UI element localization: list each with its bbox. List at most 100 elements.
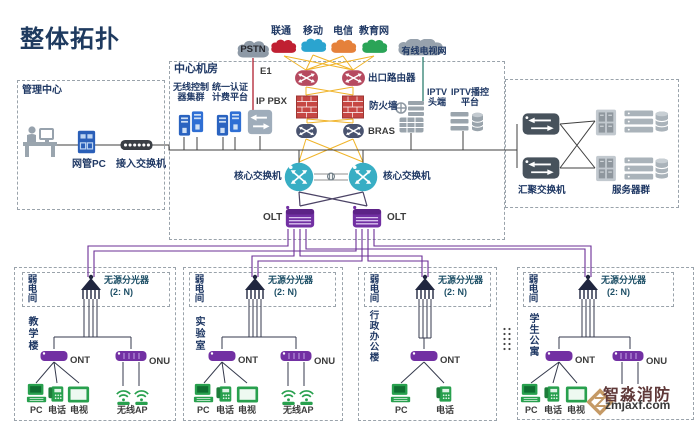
room1-tv-icon — [67, 386, 90, 403]
edu-label: 教育网 — [359, 26, 389, 37]
olt-right-icon — [352, 205, 382, 228]
room1-phone-icon — [48, 386, 64, 402]
room4-pc-icon — [520, 383, 541, 403]
room4-onu-icon — [612, 351, 644, 361]
room2-pc-icon — [193, 383, 214, 403]
room4-splitter-icon — [578, 274, 598, 299]
room3-ont-label: ONT — [440, 355, 461, 366]
room1-building-label: 教学楼 — [26, 316, 37, 352]
edu-cloud-icon — [362, 39, 388, 53]
room1-ap-label: 无线AP — [117, 405, 148, 415]
room2-tv-label: 电视 — [238, 405, 257, 415]
room3-phone-label: 电话 — [436, 405, 455, 415]
room4-pc-label: PC — [525, 405, 538, 415]
unicom-label: 联通 — [271, 26, 291, 37]
olt-right-label: OLT — [387, 212, 407, 223]
room1-inner-box — [22, 272, 170, 307]
e1-label: E1 — [260, 66, 272, 77]
iptv-headend-rack-icon — [399, 117, 424, 133]
agg-switch-label: 汇聚交换机 — [518, 185, 566, 196]
room2-ont-icon — [208, 351, 236, 361]
iptv-platform-icon — [450, 112, 484, 132]
room2-splitter-ratio: (2: N) — [274, 287, 297, 297]
wlan-cluster-label: 无线控制 器集群 — [172, 82, 209, 102]
room4-box — [517, 267, 694, 420]
agg-switch2-icon — [522, 157, 560, 179]
room4-building-label: 学生公寓 — [527, 313, 538, 357]
nms-pc-icon — [77, 130, 96, 154]
telecom-label: 电信 — [333, 26, 353, 37]
room1-tv-label: 电视 — [70, 405, 89, 415]
core-switch-left-label: 核心交换机 — [234, 171, 282, 182]
room3-splitter-icon — [415, 274, 435, 299]
bras-label: BRAS — [368, 126, 395, 137]
room4-phone-label: 电话 — [544, 405, 563, 415]
mobile-cloud-icon — [301, 38, 327, 52]
room3-pc-icon — [390, 383, 411, 403]
watermark-site: zmjaxf.com — [605, 398, 671, 412]
olt-left-icon — [285, 205, 315, 228]
iptv-headend-label: IPTV 头端 — [426, 87, 447, 107]
management-zone-label: 管理中心 — [22, 85, 62, 96]
room1-pc-icon — [26, 383, 47, 403]
core-switch-left-icon — [284, 162, 314, 192]
server-stack1-icon — [624, 110, 668, 133]
access-switch-icon — [120, 139, 153, 151]
server-stack2-icon — [624, 157, 668, 180]
room4-splitter-label: 无源分光器 — [601, 275, 647, 285]
watermark-brand: 智淼消防 — [603, 387, 672, 404]
mobile-label: 移动 — [303, 26, 323, 37]
room2-onu-icon — [280, 351, 312, 361]
iptv-headend-icon — [395, 101, 424, 116]
room2-onu-label: ONU — [314, 356, 336, 367]
room3-splitter-ratio: (2: N) — [444, 287, 467, 297]
wlan-cluster-icon — [178, 111, 204, 136]
catv-cloud-icon — [398, 39, 443, 56]
room2-tv-icon — [236, 386, 259, 403]
room2-phone-label: 电话 — [216, 405, 235, 415]
room1-splitter-icon — [81, 274, 101, 299]
room1-onu-label: ONU — [149, 356, 171, 367]
auth-billing-icon — [216, 111, 242, 136]
iptv-platform-label: IPTV播控 平台 — [450, 87, 489, 107]
olt-left-label: OLT — [263, 212, 283, 223]
pbx-label: IP PBX — [256, 96, 287, 107]
room2-box — [183, 267, 343, 421]
nms-pc-label: 网管PC — [72, 159, 106, 170]
exit-router2-icon — [342, 70, 365, 86]
room1-label: 弱电间 — [25, 274, 37, 303]
pstn-cloud-label: PSTN — [240, 44, 266, 55]
room1-onu-icon — [115, 351, 147, 361]
ellipsis-dots — [503, 327, 511, 351]
server-farm-label: 服务器群 — [612, 185, 651, 196]
room2-building-label: 实验室 — [193, 316, 204, 352]
server-zone-box — [505, 79, 679, 208]
room3-ont-icon — [410, 351, 438, 361]
room2-ap1-icon — [281, 390, 296, 406]
firewall-label: 防火墙 — [369, 101, 398, 112]
room2-ap2-icon — [299, 390, 314, 406]
room4-ont-label: ONT — [575, 355, 596, 366]
center-room-label: 中心机房 — [174, 63, 218, 75]
core-switch-right-label: 核心交换机 — [383, 171, 431, 182]
room3-pc-label: PC — [395, 405, 408, 415]
room4-phone-icon — [544, 386, 560, 402]
room4-label: 弱电间 — [526, 274, 538, 303]
room1-ap1-icon — [116, 390, 131, 406]
access-switch-label: 接入交换机 — [116, 159, 166, 170]
server-cabinet2-icon — [596, 155, 616, 182]
telecom-cloud-icon — [331, 39, 357, 53]
page-title: 整体拓扑 — [20, 26, 120, 53]
firewall2-icon — [342, 95, 364, 119]
unicom-cloud-icon — [271, 39, 297, 53]
room2-pc-label: PC — [197, 405, 210, 415]
core-switch-right-icon — [348, 162, 378, 192]
pbx-icon — [247, 109, 273, 135]
room1-splitter-label: 无源分光器 — [104, 275, 150, 285]
room4-tv-label: 电视 — [567, 405, 586, 415]
room1-box — [14, 267, 176, 421]
catv-cloud-label: 有线电视网 — [401, 46, 447, 56]
room1-ap2-icon — [134, 390, 149, 406]
room1-ont-label: ONT — [70, 355, 91, 366]
